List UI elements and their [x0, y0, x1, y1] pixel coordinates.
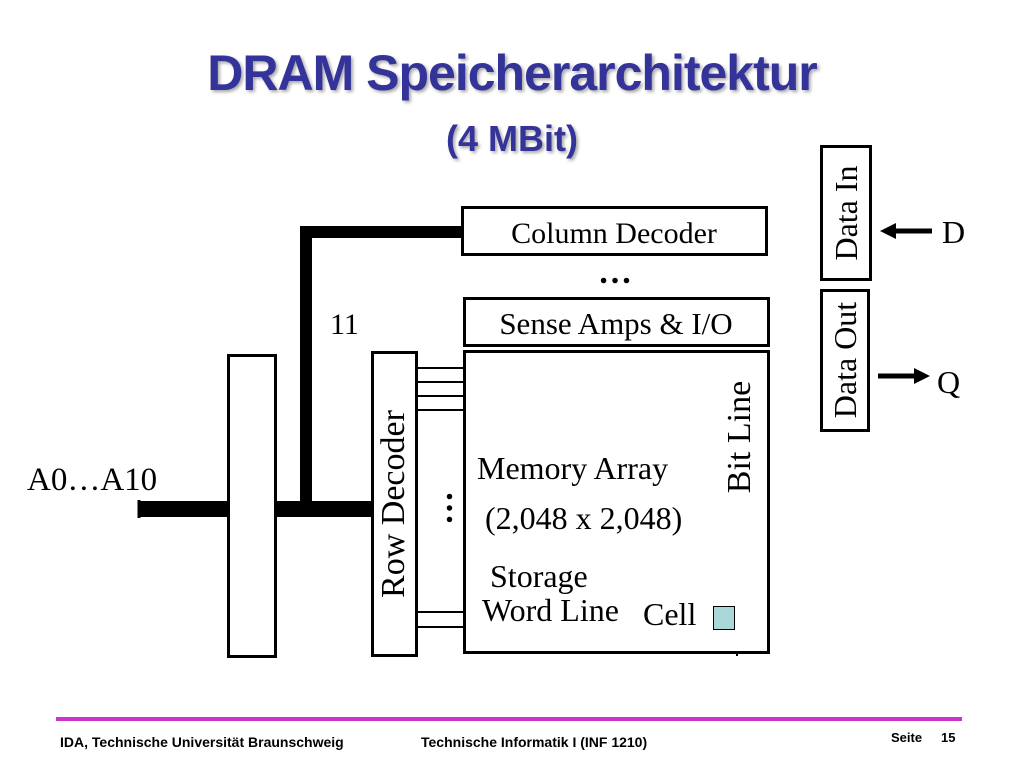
- bit-line-label: Bit Line: [721, 380, 758, 494]
- data-out-label: Data Out: [827, 301, 863, 419]
- memory-array: [463, 350, 770, 654]
- memory-array-size: (2,048 x 2,048): [485, 500, 683, 536]
- q-arrow-head: [914, 368, 930, 384]
- data-in-box: [820, 145, 872, 281]
- d-label: D: [942, 214, 966, 250]
- sense-amps-label: Sense Amps & I/O: [499, 306, 733, 341]
- address-label: A0…A10: [27, 462, 158, 498]
- sense-amps: Sense Amps & I/O: [463, 297, 770, 347]
- footer-page-number: 15: [941, 730, 956, 745]
- row-decoder: [371, 351, 418, 657]
- q-label: Q: [937, 364, 961, 400]
- footer-page-label: Seite: [891, 730, 923, 745]
- data-out-box: [820, 289, 870, 432]
- cell-label: Cell: [643, 596, 697, 632]
- memory-array-label: Memory Array: [477, 450, 669, 486]
- footer-divider: [56, 717, 962, 721]
- column-decoder: Column Decoder: [461, 206, 768, 256]
- address-buffer: [227, 354, 277, 658]
- storage-cell: [713, 606, 735, 630]
- footer-left: IDA, Technische Universität Braunschweig: [60, 734, 344, 750]
- bus-width-label: 11: [330, 308, 359, 341]
- storage-label: Storage: [490, 558, 588, 594]
- row-dots: …: [423, 491, 460, 525]
- column-dots: …: [598, 254, 632, 291]
- d-arrow-head: [880, 223, 896, 239]
- slide-title: DRAM Speicherarchitektur: [207, 45, 818, 101]
- data-in-label: Data In: [828, 165, 864, 261]
- word-line-label: Word Line: [482, 592, 619, 628]
- column-decoder-label: Column Decoder: [511, 217, 717, 250]
- row-decoder-label: Row Decoder: [375, 410, 412, 598]
- footer-center: Technische Informatik I (INF 1210): [421, 734, 648, 750]
- slide-subtitle: (4 MBit): [446, 118, 578, 159]
